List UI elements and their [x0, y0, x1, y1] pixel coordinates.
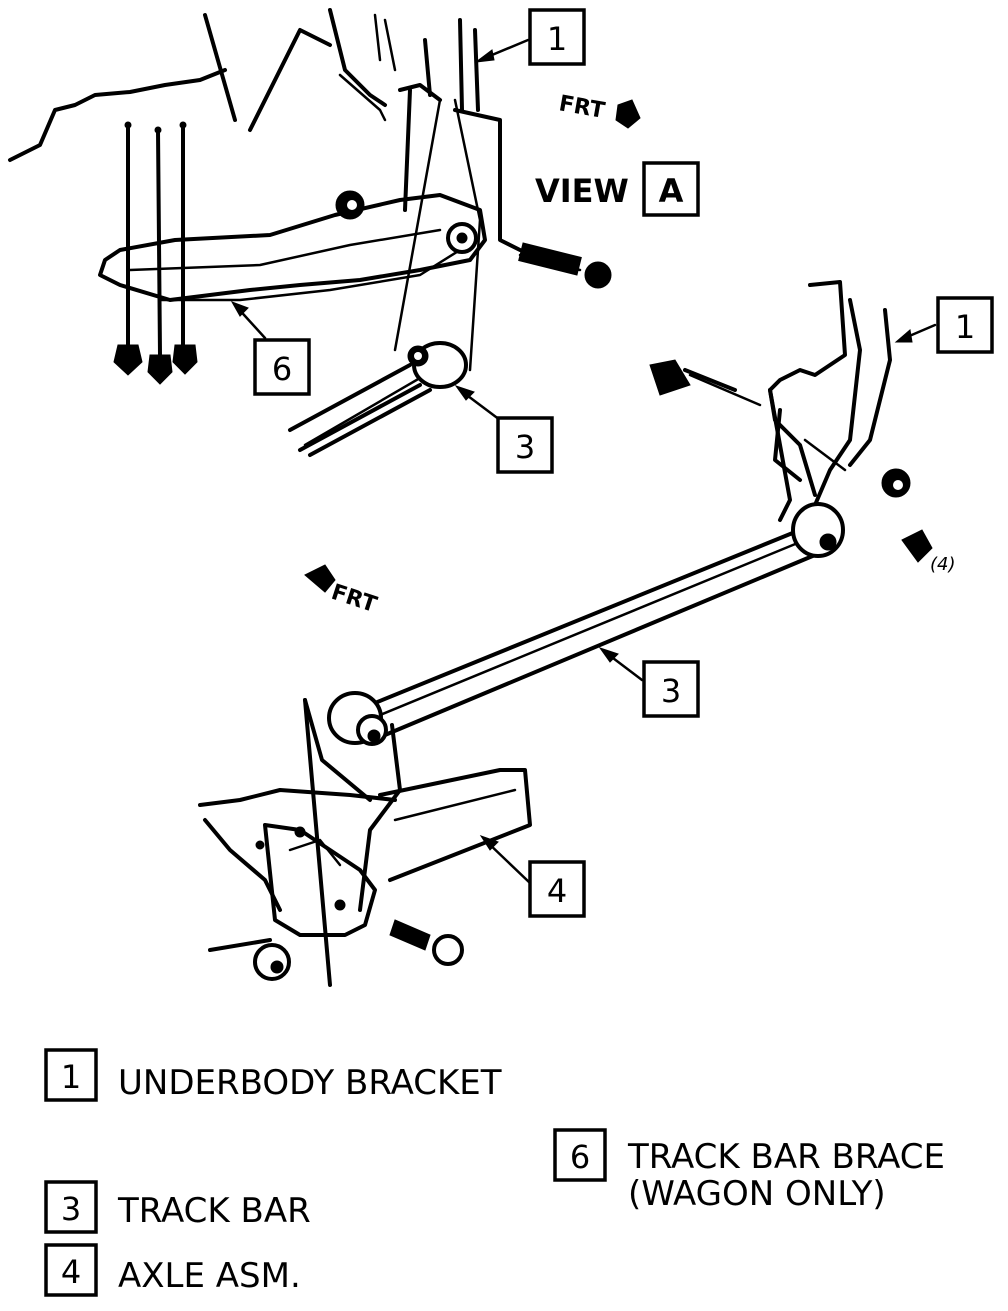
callout-view-a-track-bar: 3 — [496, 416, 554, 474]
legend-label: AXLE ASM. — [118, 1256, 301, 1296]
legend-number: 4 — [61, 1253, 81, 1291]
legend-label-note: (WAGON ONLY) — [628, 1174, 886, 1214]
callout-number: 1 — [955, 308, 975, 346]
front-direction-arrow-main: FRT — [304, 564, 380, 618]
legend-number: 3 — [61, 1190, 81, 1228]
legend-item-underbody-bracket: 1 UNDERBODY BRACKET — [44, 1048, 502, 1103]
legend-item-track-bar-brace: 6 TRACK BAR BRACE (WAGON ONLY) — [553, 1128, 945, 1214]
legend-label: UNDERBODY BRACKET — [118, 1063, 502, 1103]
frt-label-main: FRT — [328, 580, 379, 618]
frt-arrow-icon — [615, 99, 641, 129]
callout-number: 3 — [661, 672, 681, 710]
frt-label-top: FRT — [557, 91, 607, 124]
legend: 1 UNDERBODY BRACKET 3 TRACK BAR 4 AXLE A… — [44, 1048, 945, 1297]
view-word: VIEW — [535, 172, 629, 210]
legend-number: 1 — [61, 1058, 81, 1096]
view-label: VIEW A — [535, 161, 700, 217]
reference-arrow-icon — [901, 529, 933, 563]
callout-number: 3 — [515, 428, 535, 466]
legend-label: TRACK BAR — [117, 1191, 311, 1231]
callout-main-axle: 4 — [528, 860, 586, 918]
callout-number: 4 — [547, 872, 567, 910]
view-letter: A — [659, 172, 684, 210]
legend-number: 6 — [570, 1138, 590, 1176]
callout-view-a-bracket: 1 — [528, 8, 586, 66]
main-assembly — [198, 280, 937, 987]
legend-label: TRACK BAR BRACE — [627, 1137, 945, 1177]
reference-mark: (4) — [930, 554, 956, 575]
axle-reference-arrow: (4) — [901, 529, 956, 575]
frt-arrow-icon — [304, 564, 336, 593]
legend-item-axle-asm: 4 AXLE ASM. — [44, 1243, 301, 1297]
callout-main-track-bar: 3 — [642, 660, 700, 718]
callout-number: 6 — [272, 350, 292, 388]
callout-view-a-brace: 6 — [253, 338, 311, 396]
legend-item-track-bar: 3 TRACK BAR — [44, 1180, 311, 1234]
callout-main-bracket: 1 — [936, 296, 994, 354]
view-a-detail — [8, 8, 612, 457]
front-direction-arrow-top: FRT — [557, 91, 641, 129]
callout-number: 1 — [547, 20, 567, 58]
